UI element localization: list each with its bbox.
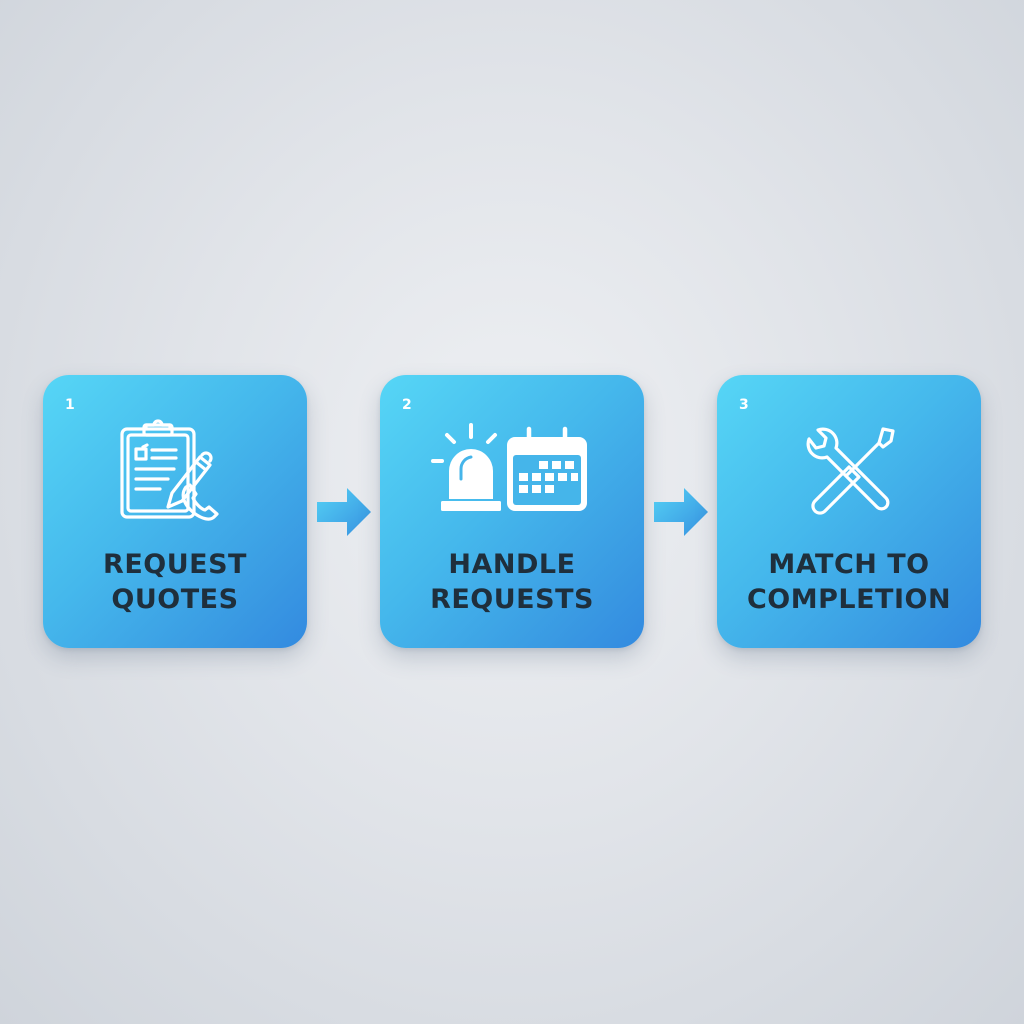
step-title-line-1: REQUEST xyxy=(103,549,247,580)
step-card-match-to-completion: 3 MATCH TO COMPLETION xyxy=(717,375,981,648)
siren-calendar-icon xyxy=(427,419,597,518)
step-number: 1 xyxy=(65,397,75,413)
step-title-line-1: MATCH TO xyxy=(768,549,930,580)
step-number: 2 xyxy=(402,397,412,413)
step-title-line-2: QUOTES xyxy=(111,584,239,615)
step-title: HANDLE REQUESTS xyxy=(380,547,644,617)
step-number: 3 xyxy=(739,397,749,413)
step-title-line-2: REQUESTS xyxy=(430,584,594,615)
arrow-right-icon xyxy=(317,488,371,540)
step-title-line-1: HANDLE xyxy=(448,549,576,580)
step-title: REQUEST QUOTES xyxy=(43,547,307,617)
step-title-line-2: COMPLETION xyxy=(746,584,952,615)
step-card-handle-requests: 2 xyxy=(380,375,644,648)
arrow-right-icon xyxy=(654,488,708,540)
step-title: MATCH TO COMPLETION xyxy=(717,547,981,617)
clipboard-pen-phone-icon xyxy=(110,417,240,531)
step-card-request-quotes: 1 REQUEST QUOTES xyxy=(43,375,307,648)
wrench-screwdriver-icon xyxy=(799,425,899,519)
